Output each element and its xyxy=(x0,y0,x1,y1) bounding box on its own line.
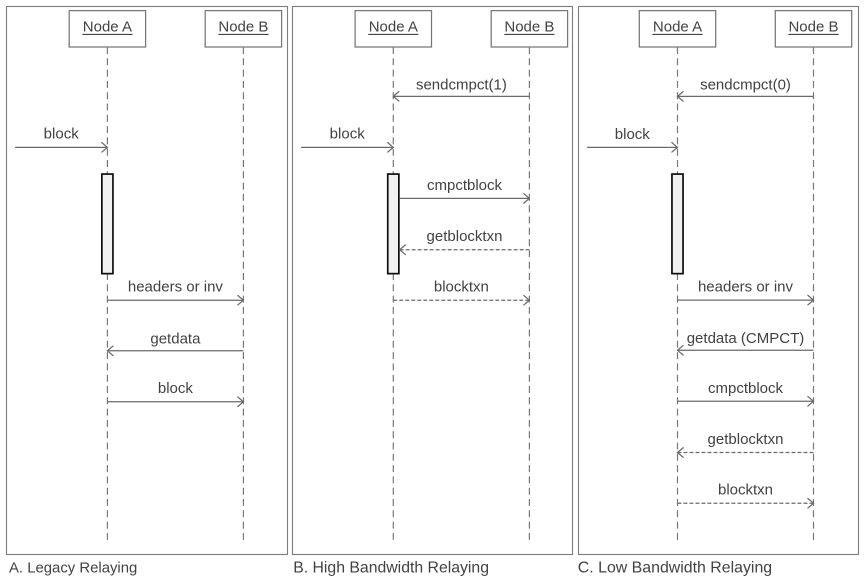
svg-text:block: block xyxy=(44,126,80,143)
svg-text:Node A: Node A xyxy=(653,19,702,36)
svg-text:Node B: Node B xyxy=(504,19,554,36)
svg-text:blocktxn: blocktxn xyxy=(718,482,773,499)
svg-text:C. Low Bandwidth Relaying: C. Low Bandwidth Relaying xyxy=(578,560,772,577)
svg-text:Node A: Node A xyxy=(83,19,132,36)
svg-text:block: block xyxy=(615,126,651,143)
svg-text:getdata (CMPCT): getdata (CMPCT) xyxy=(687,330,805,347)
svg-text:Node A: Node A xyxy=(369,19,418,36)
svg-text:Node B: Node B xyxy=(788,19,838,36)
svg-text:sendcmpct(1): sendcmpct(1) xyxy=(416,76,507,93)
svg-text:cmpctblock: cmpctblock xyxy=(708,380,784,397)
svg-text:A. Legacy Relaying: A. Legacy Relaying xyxy=(9,561,137,577)
svg-text:Node B: Node B xyxy=(218,19,268,36)
svg-text:sendcmpct(0): sendcmpct(0) xyxy=(700,76,791,93)
svg-text:block: block xyxy=(158,380,194,397)
svg-text:blocktxn: blocktxn xyxy=(434,279,489,296)
svg-text:headers or inv: headers or inv xyxy=(698,278,794,295)
svg-text:getdata: getdata xyxy=(150,331,201,348)
svg-text:getblocktxn: getblocktxn xyxy=(427,228,503,245)
svg-text:B. High Bandwidth Relaying: B. High Bandwidth Relaying xyxy=(293,560,489,577)
svg-text:headers or inv: headers or inv xyxy=(128,278,224,295)
svg-text:block: block xyxy=(330,126,366,143)
svg-text:cmpctblock: cmpctblock xyxy=(427,177,503,194)
svg-text:getblocktxn: getblocktxn xyxy=(708,431,784,448)
